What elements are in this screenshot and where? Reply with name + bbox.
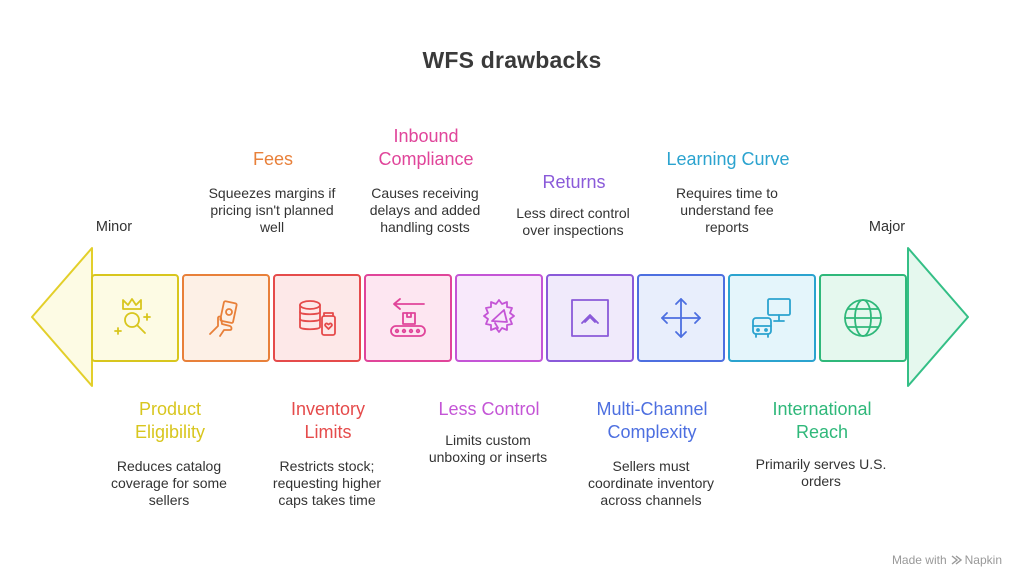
desc-learning-curve: Requires time to understand fee reports [676, 185, 778, 235]
desc-inventory-limits: Restricts stock; requesting higher caps … [272, 458, 382, 508]
box-product-eligibility [91, 274, 179, 362]
desc-product-eligibility: Reduces catalog coverage for some seller… [111, 458, 227, 508]
footer-made-with: Made with [891, 553, 947, 567]
heading-line: Compliance [378, 149, 474, 169]
move-arrows-icon [661, 298, 701, 338]
heading-line: Limits [304, 422, 352, 442]
heading-line: Complexity [607, 422, 697, 442]
heading-line: Inbound [393, 126, 459, 146]
crown-magnifier-icon [114, 298, 151, 335]
database-jar-icon [299, 300, 336, 336]
heading-line: International [772, 399, 872, 419]
box-inventory-limits [273, 274, 361, 362]
heading-line: Reach [795, 422, 849, 442]
heading-line: Eligibility [134, 422, 206, 442]
desc-less-control: Limits custom unboxing or inserts [428, 432, 548, 465]
megaphone-icon [483, 299, 515, 333]
heading-line: Product [138, 399, 202, 419]
napkin-logo-icon [951, 555, 962, 565]
box-fees [182, 274, 270, 362]
hand-cash-icon [209, 300, 238, 337]
heading-returns: Returns [489, 171, 659, 194]
heading-learning-curve: Learning Curve [643, 148, 813, 171]
desc-inbound-compliance: Causes receiving delays and added handli… [369, 185, 481, 235]
footer-brand: Napkin [964, 553, 1002, 567]
chevron-up-box-icon [571, 299, 609, 337]
arrow-right-head [907, 247, 969, 387]
box-returns [546, 274, 634, 362]
heading-line: Less Control [438, 399, 540, 419]
box-multi-channel-complexity [637, 274, 725, 362]
scale-minor-label: Minor [95, 219, 133, 235]
box-international-reach [819, 274, 907, 362]
heading-line: Fees [252, 149, 294, 169]
heading-line: Inventory [290, 399, 366, 419]
heading-line: Learning Curve [666, 149, 790, 169]
desc-fees: Squeezes margins if pricing isn't planne… [208, 185, 336, 235]
heading-fees: Fees [188, 148, 358, 171]
scale-major-label: Major [868, 219, 906, 235]
box-inbound-compliance [364, 274, 452, 362]
desc-multi-channel-complexity: Sellers must coordinate inventory across… [587, 458, 715, 508]
arrow-left-head [31, 247, 93, 387]
box-learning-curve [728, 274, 816, 362]
conveyor-icon [390, 298, 426, 337]
desc-returns: Less direct control over inspections [516, 205, 630, 238]
heading-less-control: Less Control [404, 398, 574, 421]
page-title: WFS drawbacks [422, 47, 602, 73]
monitor-bus-icon [752, 298, 791, 338]
heading-line: Returns [542, 172, 606, 192]
footer-attribution: Made with Napkin [892, 553, 1002, 567]
globe-icon [844, 299, 882, 337]
heading-line: Multi-Channel [596, 399, 708, 419]
desc-international-reach: Primarily serves U.S. orders [755, 456, 887, 489]
box-less-control [455, 274, 543, 362]
